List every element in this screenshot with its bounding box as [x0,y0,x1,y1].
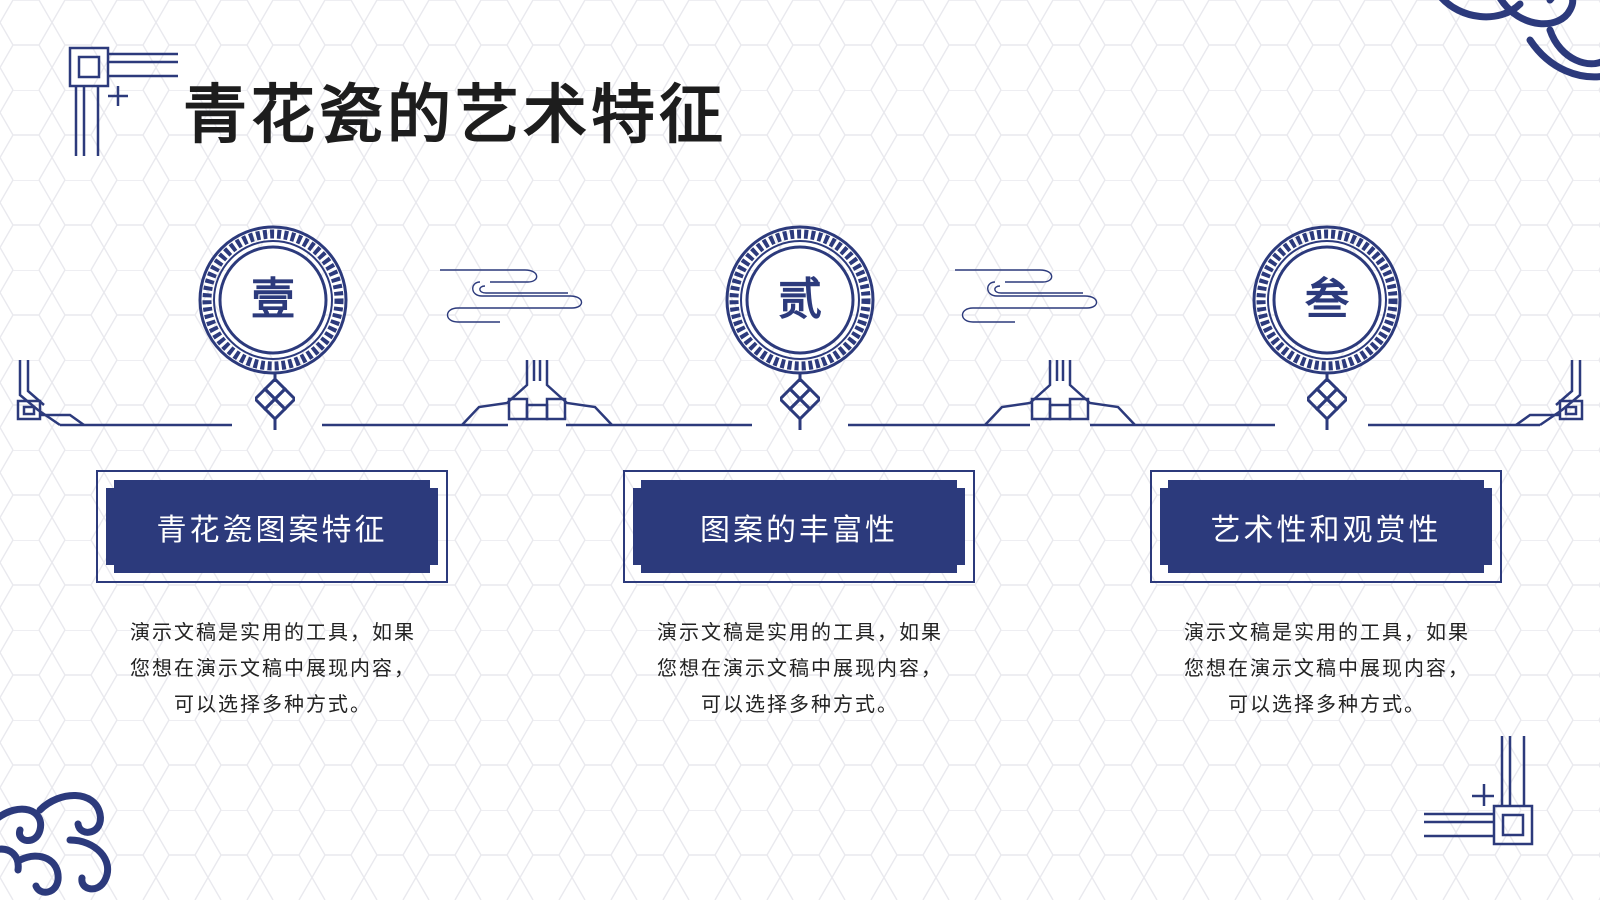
section-description-1: 演示文稿是实用的工具，如果 您想在演示文稿中展现内容， 可以选择多种方式。 [93,614,453,722]
description-line: 您想在演示文稿中展现内容， [1184,656,1470,680]
section-label-box-3: 艺术性和观赏性 [1150,470,1502,583]
description-line: 演示文稿是实用的工具，如果 [657,620,943,644]
description-line: 可以选择多种方式。 [174,692,372,716]
fret-corner-icon [1424,736,1534,846]
section-label-3: 艺术性和观赏性 [1210,512,1442,548]
description-line: 可以选择多种方式。 [701,692,899,716]
cloud-scroll-icon [1439,0,1600,81]
auspicious-cloud-icon [440,269,583,323]
chinese-knot-icon [1307,372,1347,430]
section-description-3: 演示文稿是实用的工具，如果 您想在演示文稿中展现内容， 可以选择多种方式。 [1147,614,1507,722]
badge-medallion-1 [198,225,348,375]
badge-numeral-3: 叁 [1305,274,1349,325]
badge-numeral-2: 贰 [778,274,822,325]
description-line: 可以选择多种方式。 [1228,692,1426,716]
slide-title: 青花瓷的艺术特征 [183,78,727,153]
chinese-knot-icon [780,372,820,430]
chinese-knot-icon [255,372,295,430]
badge-numeral-1: 壹 [251,274,295,325]
description-line: 您想在演示文稿中展现内容， [130,656,416,680]
timeline-ornament-line [16,360,1584,427]
section-label-box-1: 青花瓷图案特征 [96,470,448,583]
description-line: 您想在演示文稿中展现内容， [657,656,943,680]
description-line: 演示文稿是实用的工具，如果 [1184,620,1470,644]
fret-corner-icon [68,46,178,156]
section-label-2: 图案的丰富性 [700,512,898,548]
section-description-2: 演示文稿是实用的工具，如果 您想在演示文稿中展现内容， 可以选择多种方式。 [620,614,980,722]
auspicious-cloud-icon [955,269,1098,323]
cloud-scroll-icon [0,792,111,896]
description-line: 演示文稿是实用的工具，如果 [130,620,416,644]
section-label-1: 青花瓷图案特征 [156,512,388,548]
section-label-box-2: 图案的丰富性 [623,470,975,583]
